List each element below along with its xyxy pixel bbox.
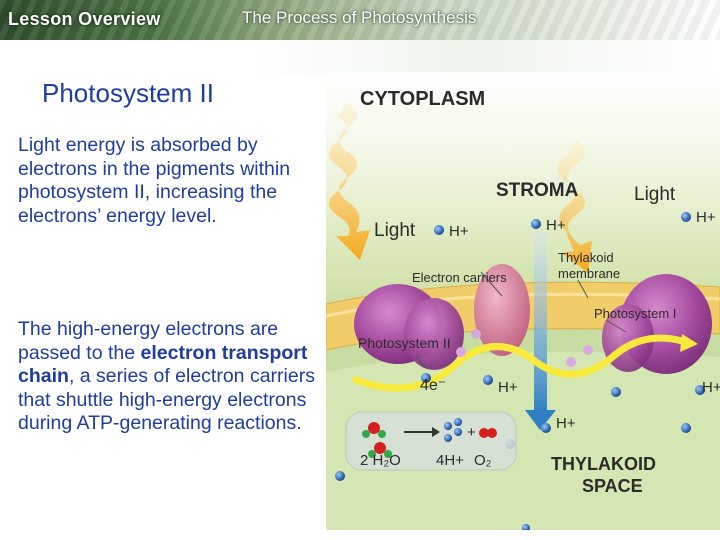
header-banner: Lesson Overview The Process of Photosynt… [0, 0, 720, 40]
photosystem-ii-label: Photosystem II [358, 335, 451, 351]
thylakoid-space-label-line2: SPACE [582, 476, 643, 496]
stroma-label: STROMA [496, 180, 579, 201]
electron-dot [583, 345, 593, 355]
proton-flow-arrow [534, 232, 547, 412]
electron-path [352, 334, 690, 392]
four-electrons-label: 4e⁻ [420, 377, 446, 394]
proton-ion [335, 471, 345, 481]
photosystem-ii-callout [415, 355, 427, 369]
paragraph2-text-start: The high-energy electrons are passed to … [18, 318, 279, 364]
paragraph-electron-transport: The high-energy electrons are passed to … [18, 318, 330, 436]
electron-transport-chain-term: electron transport chain [18, 341, 308, 388]
hydrogen-atom-icon [368, 450, 376, 458]
paragraph2-text-end: , a series of electron carriers that shu… [18, 365, 315, 434]
oxygen-label: O₂ [474, 452, 492, 469]
proton-ion [434, 225, 444, 235]
electron-dot [456, 347, 466, 357]
thylakoid-diagram: H+ H+ H+ H+ H+ H+ + 2 H₂O 4H+ O₂ CYTOPLA… [326, 72, 720, 530]
proton-ion [695, 385, 705, 395]
water-label: 2 H₂O [360, 452, 401, 469]
hydrogen-atom-icon [362, 430, 370, 438]
hydrogen-ions-label: 4H+ [436, 452, 464, 469]
proton-ion [681, 423, 691, 433]
light-label-left: Light [374, 220, 416, 241]
h-plus-label: H+ [696, 209, 716, 226]
lesson-label: Lesson Overview [8, 9, 161, 29]
presentation-title: The Process of Photosynthesis [242, 8, 477, 27]
photosystem-i-label: Photosystem I [594, 306, 676, 321]
photosystem-i-callout [605, 319, 627, 333]
electron-path-arrow-icon [680, 334, 698, 352]
electron-dot [566, 357, 576, 367]
electron-dot [471, 329, 481, 339]
light-arrow-right-icon [557, 140, 592, 273]
oxygen-atom-icon [368, 422, 380, 434]
proton-ion [454, 428, 462, 436]
plus-sign: + [467, 424, 476, 441]
hydrogen-atom-icon [378, 430, 386, 438]
proton-ion [611, 387, 621, 397]
proton-ion [483, 375, 493, 385]
proton-ion [454, 418, 462, 426]
slide-title: Photosystem II [42, 78, 214, 108]
hydrogen-atom-icon [384, 450, 392, 458]
electron-carriers-callout [480, 271, 503, 297]
light-arrow-left-icon [329, 102, 370, 260]
thylakoid-membrane-label-line2: membrane [558, 266, 620, 281]
paragraph-light-absorption: Light energy is absorbed by electrons in… [18, 134, 291, 227]
electron-carriers-label: Electron carriers [412, 270, 507, 285]
h-plus-label: H+ [702, 379, 720, 396]
proton-ion [541, 423, 551, 433]
photosystem-ii-subunit [404, 298, 464, 370]
reaction-arrow-head-icon [432, 427, 440, 437]
membrane-callout [577, 279, 589, 299]
thylakoid-space-label-line1: THYLAKOID [551, 454, 656, 474]
oxygen-molecule-icon [487, 428, 497, 438]
proton-ion [522, 524, 530, 530]
h-plus-label: H+ [546, 217, 566, 234]
h-plus-label: H+ [498, 379, 518, 396]
cytoplasm-label: CYTOPLASM [360, 88, 485, 110]
proton-ion [681, 212, 691, 222]
header-texture [0, 0, 720, 40]
proton-ion [421, 373, 431, 383]
light-label-right: Light [634, 184, 676, 205]
electron-carrier-protein [474, 264, 530, 356]
proton-arrow-head-icon [525, 410, 556, 430]
proton-ion [531, 219, 541, 229]
oxygen-molecule-icon [479, 428, 489, 438]
thylakoid-membrane-label-line1: Thylakoid [558, 250, 614, 265]
thylakoid-lumen [326, 352, 720, 530]
oxygen-atom-icon [374, 442, 386, 454]
title-band [0, 40, 720, 76]
proton-ion [444, 434, 452, 442]
h-plus-label: H+ [556, 415, 576, 432]
h-plus-label: H+ [449, 223, 469, 240]
proton-ion [444, 422, 452, 430]
